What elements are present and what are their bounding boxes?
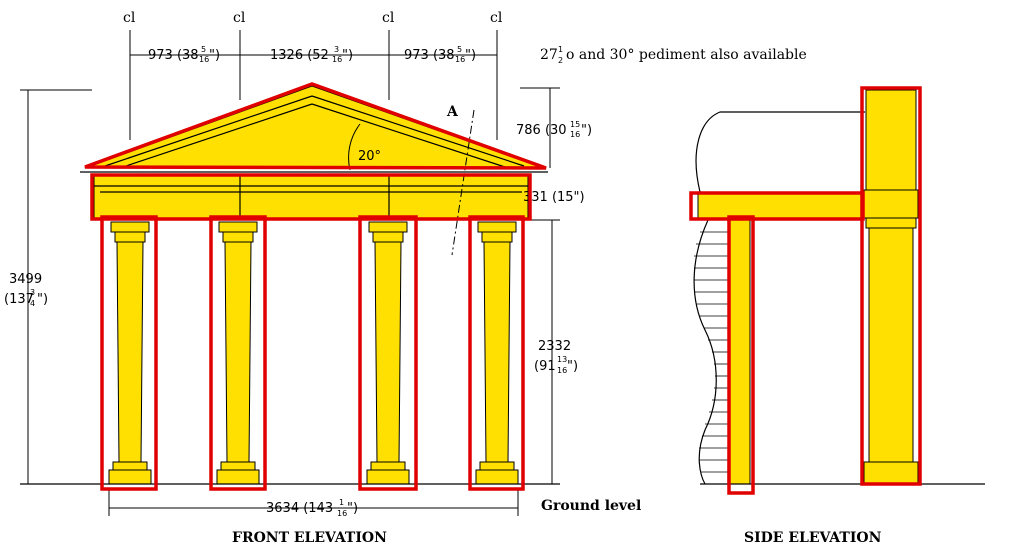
column-height-value: 2332 <box>538 339 571 354</box>
side-pilaster <box>729 219 751 485</box>
pediment-height-num: 15 <box>570 120 580 129</box>
total-width-dimension: 3634 (143 1 16 ") <box>108 490 519 518</box>
total-height-num: 3 <box>30 288 35 297</box>
front-elevation: A cl cl cl cl 973 (38 5 16 ") 1326 (52 3… <box>4 10 807 546</box>
note-num: 1 <box>558 45 563 54</box>
pediment-height-end: ") <box>581 123 592 138</box>
column-height-end: ") <box>567 359 578 374</box>
note-den: 2 <box>558 56 563 65</box>
spacing-2-num: 3 <box>334 45 339 54</box>
brick-wall <box>693 219 730 485</box>
column-height-num: 13 <box>557 355 567 364</box>
cl-label-1: cl <box>123 10 136 26</box>
side-column-head <box>865 89 917 191</box>
total-width-label: 3634 (143 <box>266 501 333 516</box>
column-height-den: 16 <box>557 366 567 375</box>
cl-label-2: cl <box>233 10 246 26</box>
spacing-3-num: 5 <box>457 45 462 54</box>
spacing-1-den: 16 <box>199 55 209 64</box>
pediment-height-label: 786 (30 <box>516 123 567 138</box>
total-height-den: 4 <box>30 299 35 308</box>
total-height-pre: (137 <box>4 292 34 307</box>
entablature-height-label: 331 (15") <box>523 190 585 205</box>
section-label-a: A <box>446 104 459 120</box>
spacing-label-3: 973 (38 <box>404 48 455 63</box>
side-elevation: SIDE ELEVATION <box>689 86 985 546</box>
note-pre: 27 <box>540 47 558 63</box>
front-elevation-caption: FRONT ELEVATION <box>232 530 387 546</box>
total-width-den: 16 <box>337 509 347 518</box>
total-height-dimension: 3499 (137 3 4 ") <box>4 89 92 484</box>
column-spacing-dimension: 973 (38 5 16 ") 1326 (52 3 16 ") 973 (38… <box>130 45 497 64</box>
pediment-height-dimension: 786 (30 15 16 ") <box>516 87 592 168</box>
spacing-label-1: 973 (38 <box>148 48 199 63</box>
column-height-pre: (91 <box>534 359 556 374</box>
side-wall-outline <box>695 111 865 193</box>
entablature <box>93 175 529 219</box>
spacing-2-end: ") <box>342 48 353 63</box>
front-column-2 <box>216 221 260 485</box>
front-column-1 <box>108 221 152 485</box>
spacing-2-den: 16 <box>332 55 342 64</box>
note-post: o and 30° pediment also available <box>566 47 807 63</box>
front-column-3 <box>366 221 410 485</box>
cl-label-3: cl <box>382 10 395 26</box>
column-height-dimension: 2332 (91 13 16 ") <box>530 219 578 484</box>
total-height-end: ") <box>37 292 48 307</box>
spacing-3-end: ") <box>465 48 476 63</box>
side-entablature <box>697 193 863 219</box>
side-elevation-caption: SIDE ELEVATION <box>744 530 882 546</box>
pediment <box>84 85 545 169</box>
side-column <box>868 225 914 463</box>
front-markup <box>84 82 547 491</box>
total-width-end: ") <box>347 501 358 516</box>
pediment-note: 27 1 2 o and 30° pediment also available <box>540 45 807 65</box>
spacing-3-den: 16 <box>455 55 465 64</box>
total-height-value: 3499 <box>9 272 42 287</box>
cl-label-4: cl <box>490 10 503 26</box>
angle-label: 20° <box>358 149 381 164</box>
centerline-markers: cl cl cl cl <box>123 10 503 140</box>
spacing-1-num: 5 <box>201 45 206 54</box>
spacing-1-end: ") <box>209 48 220 63</box>
front-column-4 <box>475 221 519 485</box>
side-markup <box>689 86 922 495</box>
total-width-num: 1 <box>339 498 344 507</box>
ground-level-label: Ground level <box>541 498 641 514</box>
spacing-label-2: 1326 (52 <box>270 48 329 63</box>
pediment-height-den: 16 <box>570 130 580 139</box>
